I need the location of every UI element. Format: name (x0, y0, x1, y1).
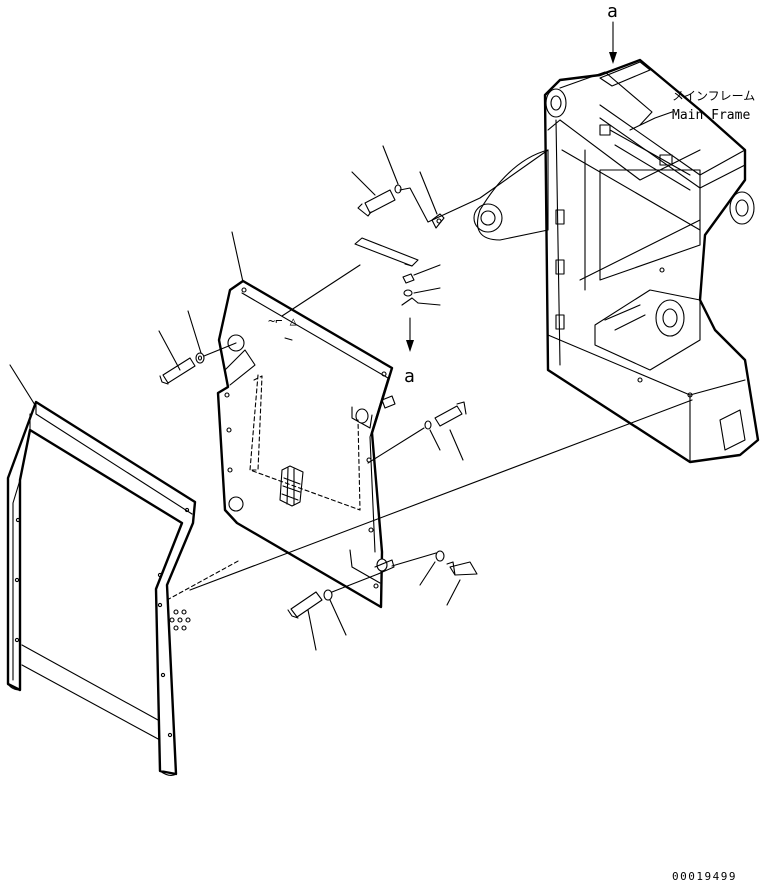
pin-bracket-group: a (351, 145, 549, 387)
cover-plate: ~⌐ △ (216, 231, 396, 609)
svg-text:~⌐ △: ~⌐ △ (268, 314, 298, 328)
vent-holes (169, 609, 191, 631)
main-frame-label-en: Main Frame (672, 108, 750, 123)
view-arrow-top: a (607, 1, 618, 64)
bolt-group-left (158, 310, 237, 385)
main-frame-label: メインフレーム Main Frame (629, 89, 755, 131)
main-frame (473, 58, 760, 464)
drawing-number: 00019499 (672, 870, 737, 883)
main-frame-label-jp: メインフレーム (672, 89, 755, 103)
bolt-group-bottom (287, 573, 379, 651)
mesh-patch (279, 465, 304, 507)
view-arrow-top-label: a (607, 1, 618, 22)
bolt-group-right-upper (367, 401, 467, 464)
bolt-group-right-lower (391, 550, 478, 606)
front-cover-frame (6, 364, 693, 777)
view-arrow-mid-label: a (404, 366, 415, 387)
